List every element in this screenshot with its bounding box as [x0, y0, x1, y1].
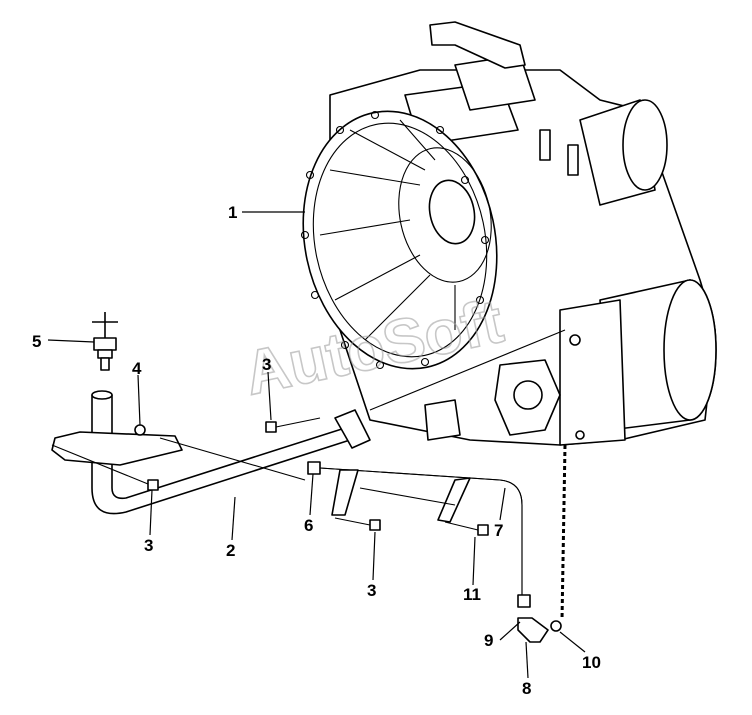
label-6: 6 [304, 516, 313, 535]
callout-labels: 1 2 3 3 3 4 5 6 7 8 9 10 11 [32, 203, 601, 698]
breather-cap [92, 312, 118, 371]
bolt-bottom [334, 517, 381, 531]
label-4: 4 [132, 359, 142, 378]
bolt-top [265, 417, 321, 433]
label-5: 5 [32, 332, 41, 351]
label-8: 8 [522, 679, 531, 698]
label-10: 10 [582, 653, 601, 672]
alignment-line [560, 444, 567, 621]
callout-leaders [47, 211, 586, 679]
washer-4 [134, 424, 146, 436]
label-3-bottom: 3 [367, 581, 376, 600]
label-3-top: 3 [262, 355, 271, 374]
label-7: 7 [494, 521, 503, 540]
seal-ring-10 [550, 620, 562, 632]
alignment-leaders [159, 329, 566, 506]
oil-fill-pipe [51, 390, 371, 515]
label-2: 2 [226, 541, 235, 560]
label-3-left: 3 [144, 536, 153, 555]
label-1: 1 [228, 203, 237, 222]
elbow-fitting-8 [517, 594, 549, 643]
label-11: 11 [463, 585, 481, 604]
label-9: 9 [484, 631, 493, 650]
lube-pipe [319, 467, 523, 595]
bolt-11 [444, 521, 489, 536]
transmission-housing [300, 21, 717, 446]
bolt-left [51, 444, 159, 491]
plug-6 [307, 461, 321, 475]
